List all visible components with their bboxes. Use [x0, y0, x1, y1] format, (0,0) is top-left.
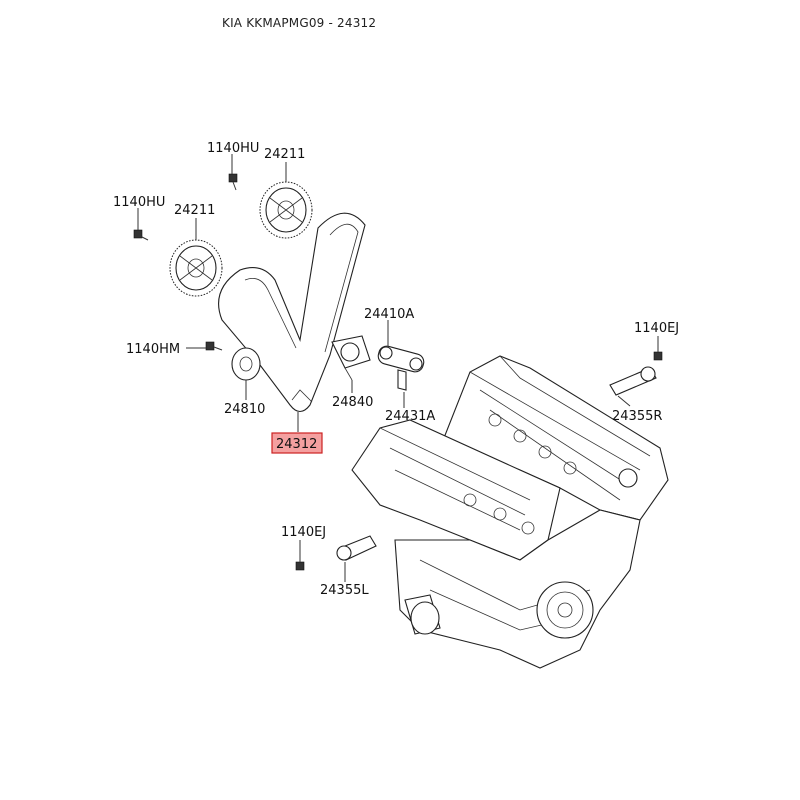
bolt-1140hm[interactable] [205, 341, 223, 351]
camshaft-sprocket-top[interactable] [259, 181, 313, 239]
engine-block [351, 355, 669, 669]
highlighted-callout-24312[interactable]: 24312 [271, 432, 323, 454]
label-1140hu-top[interactable]: 1140HU [207, 141, 259, 156]
label-1140ej-left[interactable]: 1140EJ [281, 525, 326, 540]
auto-tensioner[interactable] [376, 344, 425, 391]
timing-belt[interactable] [218, 212, 366, 413]
oil-control-valve-right[interactable] [609, 366, 657, 396]
highlight-box [271, 432, 323, 454]
label-24355r[interactable]: 24355R [612, 409, 662, 424]
diagram-title: KIA KKMAPMG09 - 24312 [222, 16, 377, 30]
bolt-1140ej-left[interactable] [295, 561, 305, 571]
label-1140hm[interactable]: 1140HM [126, 342, 180, 357]
bolt-1140hu-left[interactable] [133, 229, 149, 241]
label-24431a[interactable]: 24431A [385, 409, 435, 424]
label-24840[interactable]: 24840 [332, 395, 373, 410]
bolt-1140ej-right[interactable] [653, 351, 663, 361]
idler-pulley[interactable] [231, 347, 261, 381]
label-24312: 24312 [276, 437, 317, 452]
label-24211-left[interactable]: 24211 [174, 203, 215, 218]
label-1140ej-right[interactable]: 1140EJ [634, 321, 679, 336]
camshaft-sprocket-left[interactable] [169, 239, 223, 297]
belt-tensioner[interactable] [331, 335, 371, 381]
bolt-1140hu-top[interactable] [228, 173, 238, 191]
label-24410a[interactable]: 24410A [364, 307, 414, 322]
leader-lines [137, 154, 659, 582]
oil-control-valve-left[interactable] [336, 535, 377, 561]
label-24355l[interactable]: 24355L [320, 583, 369, 598]
label-24810[interactable]: 24810 [224, 402, 265, 417]
label-1140hu-left[interactable]: 1140HU [113, 195, 165, 210]
label-24211-top[interactable]: 24211 [264, 147, 305, 162]
